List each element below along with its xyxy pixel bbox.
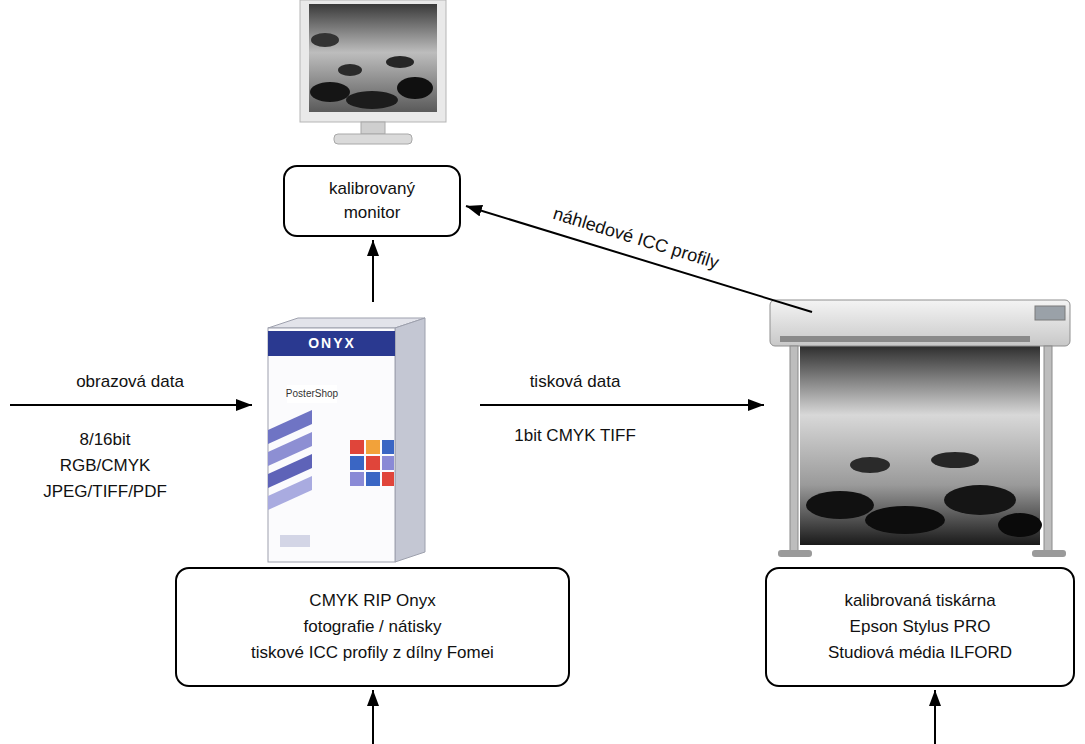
illustration-part — [350, 472, 364, 486]
flow-arrow — [372, 690, 374, 744]
flow-label: 1bit CMYK TIFF — [514, 426, 636, 446]
process-box: kalibrovaný monitor — [283, 165, 461, 237]
brand-name: ONYX — [308, 335, 356, 352]
illustration-part — [346, 91, 398, 109]
illustration-part — [395, 318, 425, 562]
illustration-part — [334, 134, 412, 144]
product-name: PosterShop — [286, 388, 338, 400]
illustration-part — [850, 457, 890, 473]
box-text: CMYK RIP Onyx — [309, 588, 435, 614]
flow-arrow — [466, 206, 812, 312]
illustration-part — [397, 77, 433, 99]
flow-label: RGB/CMYK — [60, 456, 151, 476]
monitor-illustration — [300, 0, 446, 144]
illustration-part — [382, 472, 394, 486]
flow-arrow — [934, 690, 936, 744]
process-box: CMYK RIP Onyxfotografie / nátiskytiskové… — [175, 567, 570, 687]
flow-label: 8/16bit — [79, 430, 130, 450]
illustration-part — [338, 64, 362, 76]
illustration-part — [280, 535, 310, 547]
illustration-part — [382, 440, 394, 454]
illustration-part — [1035, 306, 1065, 320]
illustration-part — [780, 336, 1030, 342]
illustration-part — [366, 456, 380, 470]
box-text: kalibrovaný monitor — [313, 177, 431, 225]
illustration-part — [382, 456, 394, 470]
illustration-part — [931, 452, 979, 468]
arrow-label: náhledové ICC profily — [550, 202, 721, 273]
illustration-part — [386, 56, 414, 68]
illustration-part — [1032, 550, 1066, 557]
illustration-part — [310, 82, 350, 102]
illustration-part — [350, 456, 364, 470]
box-text: tiskové ICC profily z dílny Fomei — [251, 640, 494, 666]
flow-arrow — [372, 240, 374, 302]
illustration-part — [770, 300, 1070, 346]
illustration-part — [300, 0, 446, 122]
illustration-part — [311, 33, 339, 47]
flow-label: tisková data — [530, 372, 621, 392]
illustration-part — [309, 4, 437, 112]
illustration-part — [268, 328, 395, 562]
illustration-part — [268, 331, 395, 356]
flow-arrow — [480, 404, 764, 406]
illustration-part — [998, 513, 1042, 537]
illustration-part — [361, 122, 385, 134]
illustration-part — [806, 491, 874, 519]
flow-label: JPEG/TIFF/PDF — [43, 482, 167, 502]
illustration-part — [790, 346, 798, 552]
illustration-part — [865, 506, 945, 534]
illustration-part — [268, 476, 312, 510]
illustration-part — [366, 440, 380, 454]
box-text: kalibrovaná tiskárna — [844, 588, 995, 614]
box-text: Studiová média ILFORD — [828, 640, 1012, 666]
process-box: kalibrovaná tiskárnaEpson Stylus PROStud… — [765, 567, 1075, 687]
illustration-part — [350, 440, 364, 454]
printer-illustration — [770, 300, 1070, 557]
flow-arrow — [10, 404, 252, 406]
illustration-part — [800, 345, 1040, 545]
flow-label: obrazová data — [76, 372, 184, 392]
illustration-part — [366, 472, 380, 486]
software-box-illustration — [268, 318, 425, 562]
illustration-part — [778, 550, 812, 557]
box-text: fotografie / nátisky — [304, 614, 442, 640]
box-text: Epson Stylus PRO — [850, 614, 991, 640]
illustration-part — [1044, 346, 1052, 552]
illustration-part — [944, 485, 1016, 515]
